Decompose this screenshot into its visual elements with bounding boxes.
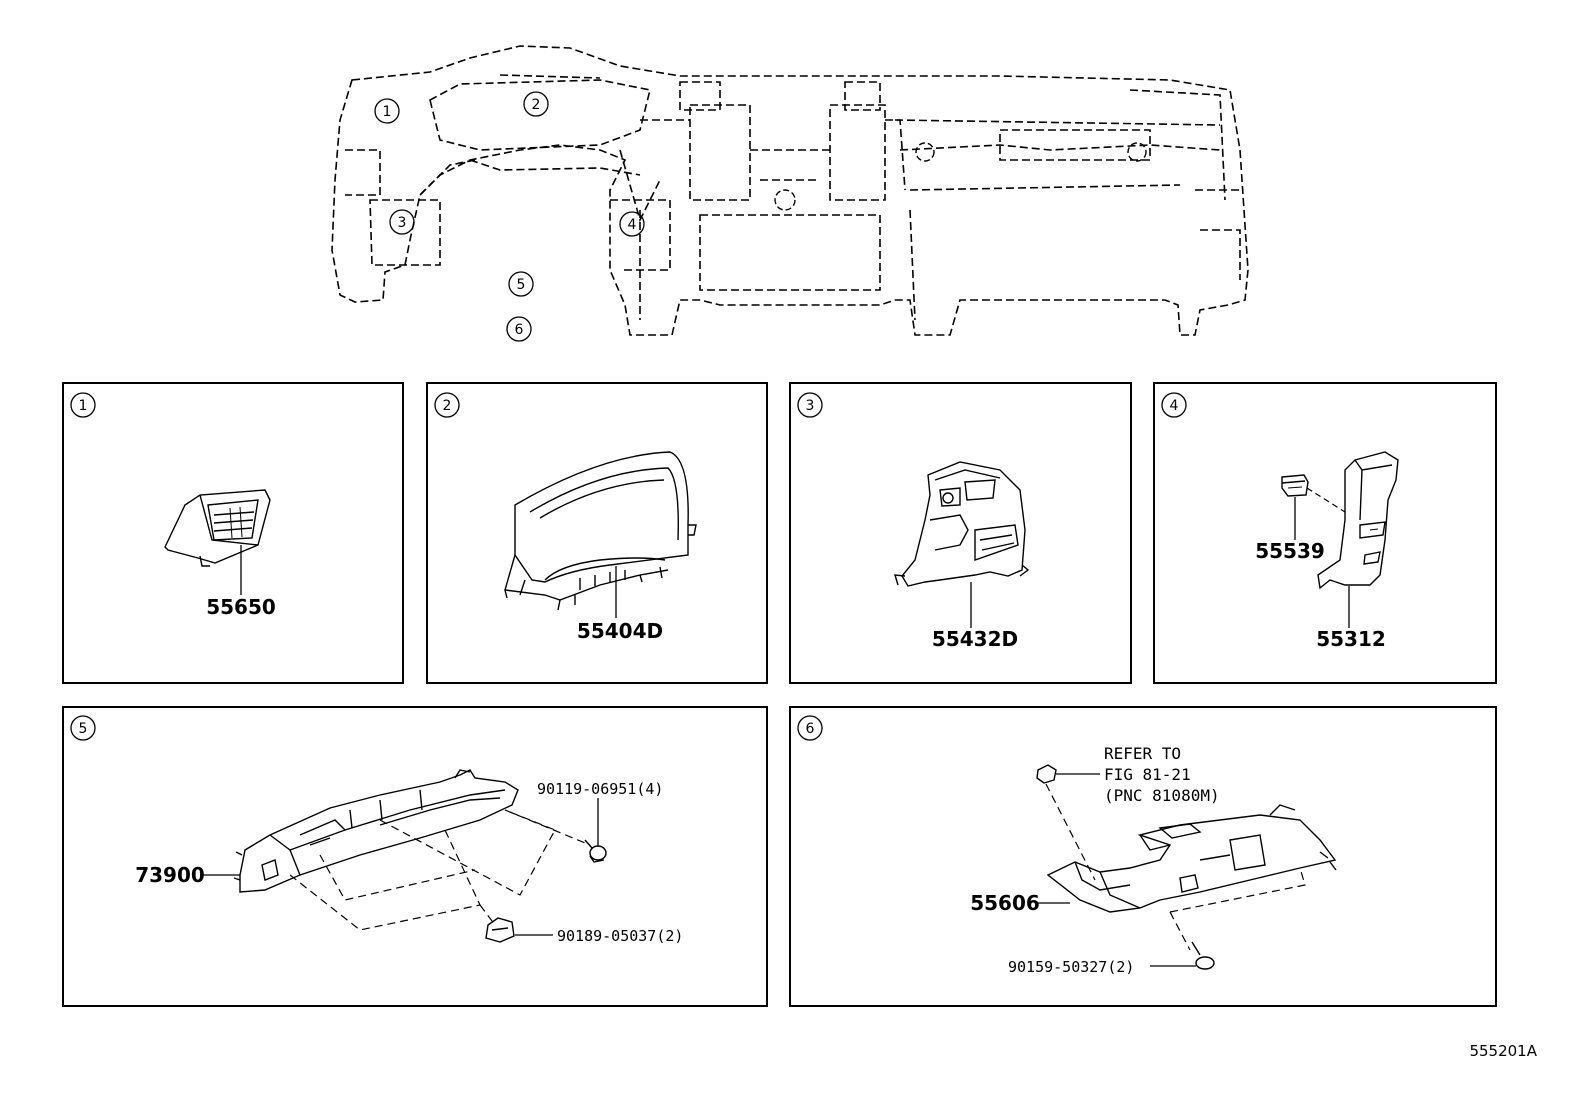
panel-6-number: 6 — [806, 721, 815, 737]
screw-90159-50327-icon — [1191, 941, 1215, 970]
overview-callout-3-label: 3 — [398, 215, 407, 231]
refer-note-line-3: (PNC 81080M) — [1104, 786, 1220, 805]
panel-1-frame — [62, 382, 404, 684]
panel-1-number-circle — [70, 392, 96, 418]
panel-1-number: 1 — [79, 398, 88, 414]
panel-3-number: 3 — [806, 398, 815, 414]
refer-note-line-1: REFER TO — [1104, 744, 1181, 763]
overview-callout-4 — [619, 211, 645, 237]
overview-callout-2-label: 2 — [532, 97, 541, 113]
part-number-73900: 73900 — [135, 863, 205, 887]
panel-5-number-circle — [70, 715, 96, 741]
part-number-55539: 55539 — [1255, 539, 1325, 563]
part-73900-illustration — [233, 769, 519, 893]
part-55650-illustration — [164, 489, 271, 567]
panel-4-number-circle — [1161, 392, 1187, 418]
panel-2-number-circle — [434, 392, 460, 418]
panel-2-frame — [426, 382, 768, 684]
panel-3-frame — [789, 382, 1132, 684]
panel-6-number-circle — [797, 715, 823, 741]
part-55432d-illustration — [894, 461, 1030, 587]
part-number-55404d: 55404D — [577, 619, 663, 643]
part-number-55432d: 55432D — [932, 627, 1018, 651]
part-55312-illustration — [1317, 451, 1399, 590]
panel-5-dashed-links — [289, 809, 591, 931]
overview-callout-3 — [389, 209, 415, 235]
panel-5-frame — [62, 706, 768, 1007]
panel-3-number-circle — [797, 392, 823, 418]
dashed-link-55539 — [1306, 487, 1346, 513]
overview-callout-5 — [508, 271, 534, 297]
panel-5-number: 5 — [79, 721, 88, 737]
bolt-90119-06951-icon — [584, 839, 607, 863]
panel-6-dashed-links — [1169, 867, 1306, 951]
refer-note: REFER TO FIG 81-21 (PNC 81080M) — [1104, 744, 1220, 805]
part-55606-illustration — [1046, 804, 1337, 913]
part-number-55606: 55606 — [970, 891, 1040, 915]
diagram-id: 555201A — [1469, 1042, 1537, 1060]
part-number-55650: 55650 — [206, 595, 276, 619]
panel-6-frame — [789, 706, 1497, 1007]
panel-2-number: 2 — [443, 398, 452, 414]
part-55539-illustration — [1281, 474, 1309, 497]
part-number-90189-05037: 90189-05037(2) — [557, 927, 683, 945]
panel-4-number: 4 — [1170, 398, 1179, 414]
part-number-90159-50327: 90159-50327(2) — [1008, 958, 1134, 976]
part-number-90119-06951: 90119-06951(4) — [537, 780, 663, 798]
instrument-panel-overview — [331, 45, 1249, 336]
dashed-link-refer — [1045, 783, 1096, 881]
overview-callout-1 — [374, 98, 400, 124]
overview-callout-6-label: 6 — [515, 322, 524, 338]
overview-callout-2 — [523, 91, 549, 117]
overview-callout-6 — [506, 316, 532, 342]
overview-callout-5-label: 5 — [517, 277, 526, 293]
clip-90189-05037-icon — [485, 917, 515, 943]
overview-small-circles — [774, 142, 1147, 211]
overview-callout-1-label: 1 — [383, 104, 392, 120]
overview-callout-4-label: 4 — [628, 217, 637, 233]
part-55404d-illustration — [504, 451, 697, 611]
panel-4-frame — [1153, 382, 1497, 684]
clip-refer-icon — [1036, 764, 1057, 784]
refer-note-line-2: FIG 81-21 — [1104, 765, 1191, 784]
part-number-55312: 55312 — [1316, 627, 1386, 651]
